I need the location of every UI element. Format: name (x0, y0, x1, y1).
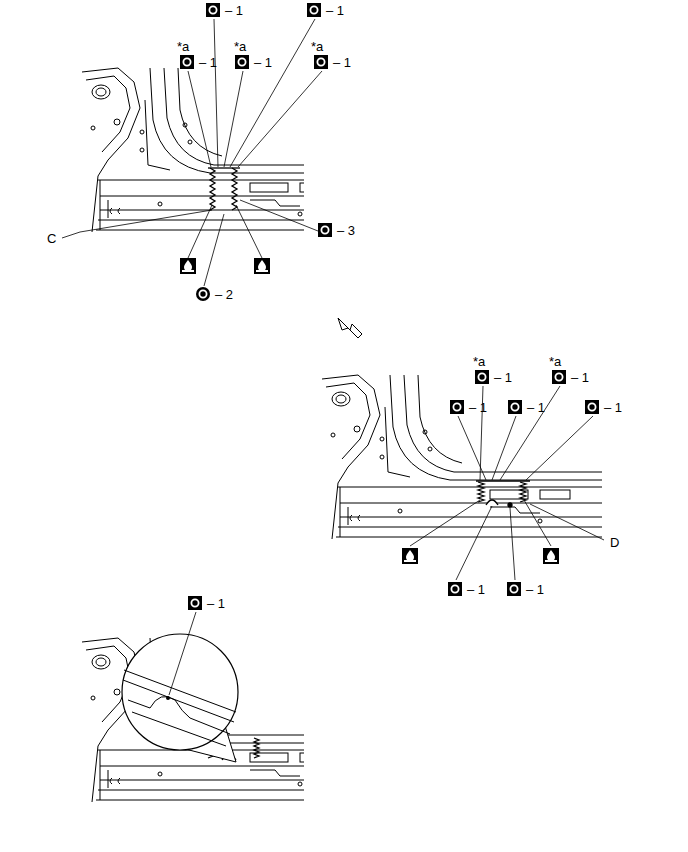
spot-weld-symbol (307, 3, 321, 17)
spot-weld-symbol (314, 55, 328, 69)
sealer-symbol (180, 258, 196, 274)
sealer-symbol (254, 258, 270, 274)
callout-letter: *a (233, 40, 247, 53)
spot-weld-symbol (507, 582, 521, 596)
callout-number: – 1 (526, 401, 546, 414)
spot-weld-symbol (188, 596, 202, 610)
callout-number: – 1 (253, 56, 273, 69)
callout-number: – 1 (206, 597, 226, 610)
spot-weld-round-symbol (196, 287, 210, 301)
callout-number: – 1 (224, 4, 244, 17)
spot-weld-symbol (475, 370, 489, 384)
callout-number: – 1 (525, 583, 545, 596)
callout-letter: D (609, 536, 620, 549)
sealer-symbol (543, 548, 559, 564)
callout-letter: *a (310, 40, 324, 53)
callout-number: – 2 (214, 288, 234, 301)
callout-letter: *a (176, 40, 190, 53)
callout-number: – 1 (570, 371, 590, 384)
callout-number: – 1 (332, 56, 352, 69)
callout-number: – 1 (198, 56, 218, 69)
spot-weld-symbol (585, 400, 599, 414)
callout-number: – 1 (603, 401, 623, 414)
callout-letter: *a (472, 355, 486, 368)
spot-weld-symbol (206, 3, 220, 17)
spot-weld-symbol (508, 400, 522, 414)
spot-weld-symbol (450, 400, 464, 414)
spot-weld-symbol (235, 55, 249, 69)
callout-letter: C (46, 232, 57, 245)
spot-weld-symbol (552, 370, 566, 384)
callout-number: – 3 (336, 224, 356, 237)
callout-number: – 1 (468, 401, 488, 414)
spot-weld-symbol (180, 55, 194, 69)
spot-weld-symbol (448, 582, 462, 596)
callout-number: – 1 (325, 4, 345, 17)
callout-letter: *a (548, 355, 562, 368)
weld-symbols (180, 3, 599, 610)
callout-number: – 1 (466, 583, 486, 596)
callout-number: – 1 (493, 371, 513, 384)
sealer-symbol (402, 548, 418, 564)
spot-weld-symbol (318, 223, 332, 237)
